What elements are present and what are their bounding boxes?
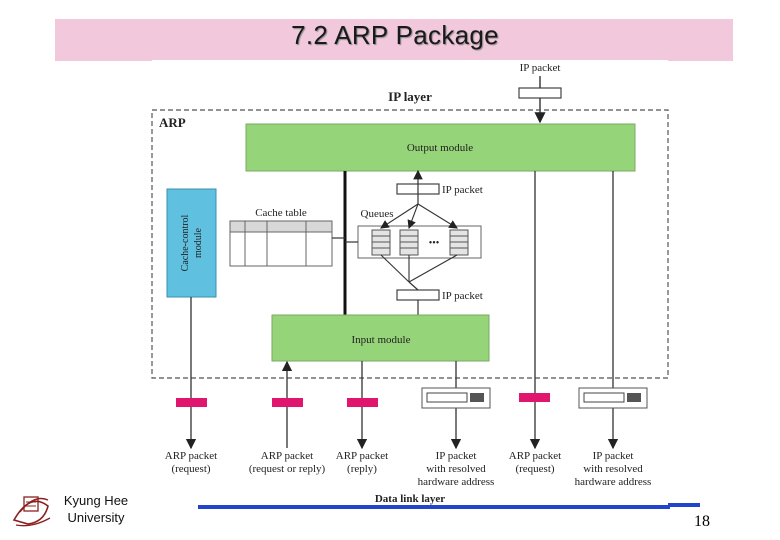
lower-ip-packet-icon xyxy=(396,289,440,301)
arp-packet-request-2-icon xyxy=(519,393,550,402)
title-band xyxy=(55,19,733,61)
ip-packet-resolved-icon-1 xyxy=(421,387,491,409)
bottom-label-5-line2: (request) xyxy=(515,463,554,475)
bottom-label-5-line1: ARP packet xyxy=(509,450,561,462)
top-ip-packet-label: IP packet xyxy=(520,62,561,74)
arp-label: ARP xyxy=(159,115,186,130)
bottom-label-4-line3: hardware address xyxy=(418,476,495,488)
cache-control-module xyxy=(166,188,217,298)
cache-control-label-line1: Cache-control xyxy=(180,214,191,271)
bottom-label-1-line1: ARP packet xyxy=(165,450,217,462)
queues-fanin-right xyxy=(408,254,458,283)
queues-fanout-right xyxy=(417,203,458,229)
output-module-label: Output module xyxy=(407,142,473,154)
arp-packet-request-or-reply-icon xyxy=(272,398,303,407)
arp-packet-request-icon xyxy=(176,398,207,407)
bottom-label-4-line1: IP packet xyxy=(436,450,477,462)
bottom-label-6-line1: IP packet xyxy=(593,450,634,462)
cache-table-label: Cache table xyxy=(255,207,307,219)
page-number: 18 xyxy=(694,513,710,530)
bottom-label-2-line2: (request or reply) xyxy=(249,463,326,475)
bottom-label-1-line2: (request) xyxy=(171,463,210,475)
queues-label: Queues xyxy=(361,208,394,220)
queues-ellipsis: ••• xyxy=(429,238,440,249)
arp-packet-reply-icon xyxy=(347,398,378,407)
upper-ip-packet-label: IP packet xyxy=(442,184,483,196)
queues-fanout-left xyxy=(380,203,419,229)
bottom-label-3-line1: ARP packet xyxy=(336,450,388,462)
ip-packet-resolved-icon-2 xyxy=(578,387,648,409)
bottom-label-4-line2: with resolved xyxy=(426,463,486,475)
queue-stack-2 xyxy=(399,229,419,256)
bottom-label-2-line1: ARP packet xyxy=(261,450,313,462)
bottom-label-6-line2: with resolved xyxy=(583,463,643,475)
queue-stack-3 xyxy=(449,229,469,256)
lower-ip-packet-label: IP packet xyxy=(442,290,483,302)
university-name-line2: University xyxy=(67,510,125,525)
bottom-label-3-line2: (reply) xyxy=(347,463,377,475)
university-name-line1: Kyung Hee xyxy=(63,493,129,508)
cache-table xyxy=(229,220,333,267)
top-ip-packet-icon xyxy=(518,87,562,99)
data-link-layer-label: Data link layer xyxy=(375,493,445,505)
arp-boundary xyxy=(151,109,669,379)
cache-control-label-line2: module xyxy=(193,227,204,258)
ip-layer-label: IP layer xyxy=(388,89,432,104)
lower-packet-up-line xyxy=(408,281,419,291)
university-logo-icon xyxy=(12,496,51,527)
input-module xyxy=(271,314,490,362)
slide-title: 7.2 ARP Package xyxy=(291,20,499,50)
output-module xyxy=(245,123,636,172)
university-name: Kyung Hee University xyxy=(56,492,136,526)
bottom-label-6-line3: hardware address xyxy=(575,476,652,488)
queues-fanin-left xyxy=(380,254,410,283)
queues-fanout-middle xyxy=(407,203,419,230)
queue-stack-1 xyxy=(371,229,391,256)
input-module-label: Input module xyxy=(352,334,411,346)
